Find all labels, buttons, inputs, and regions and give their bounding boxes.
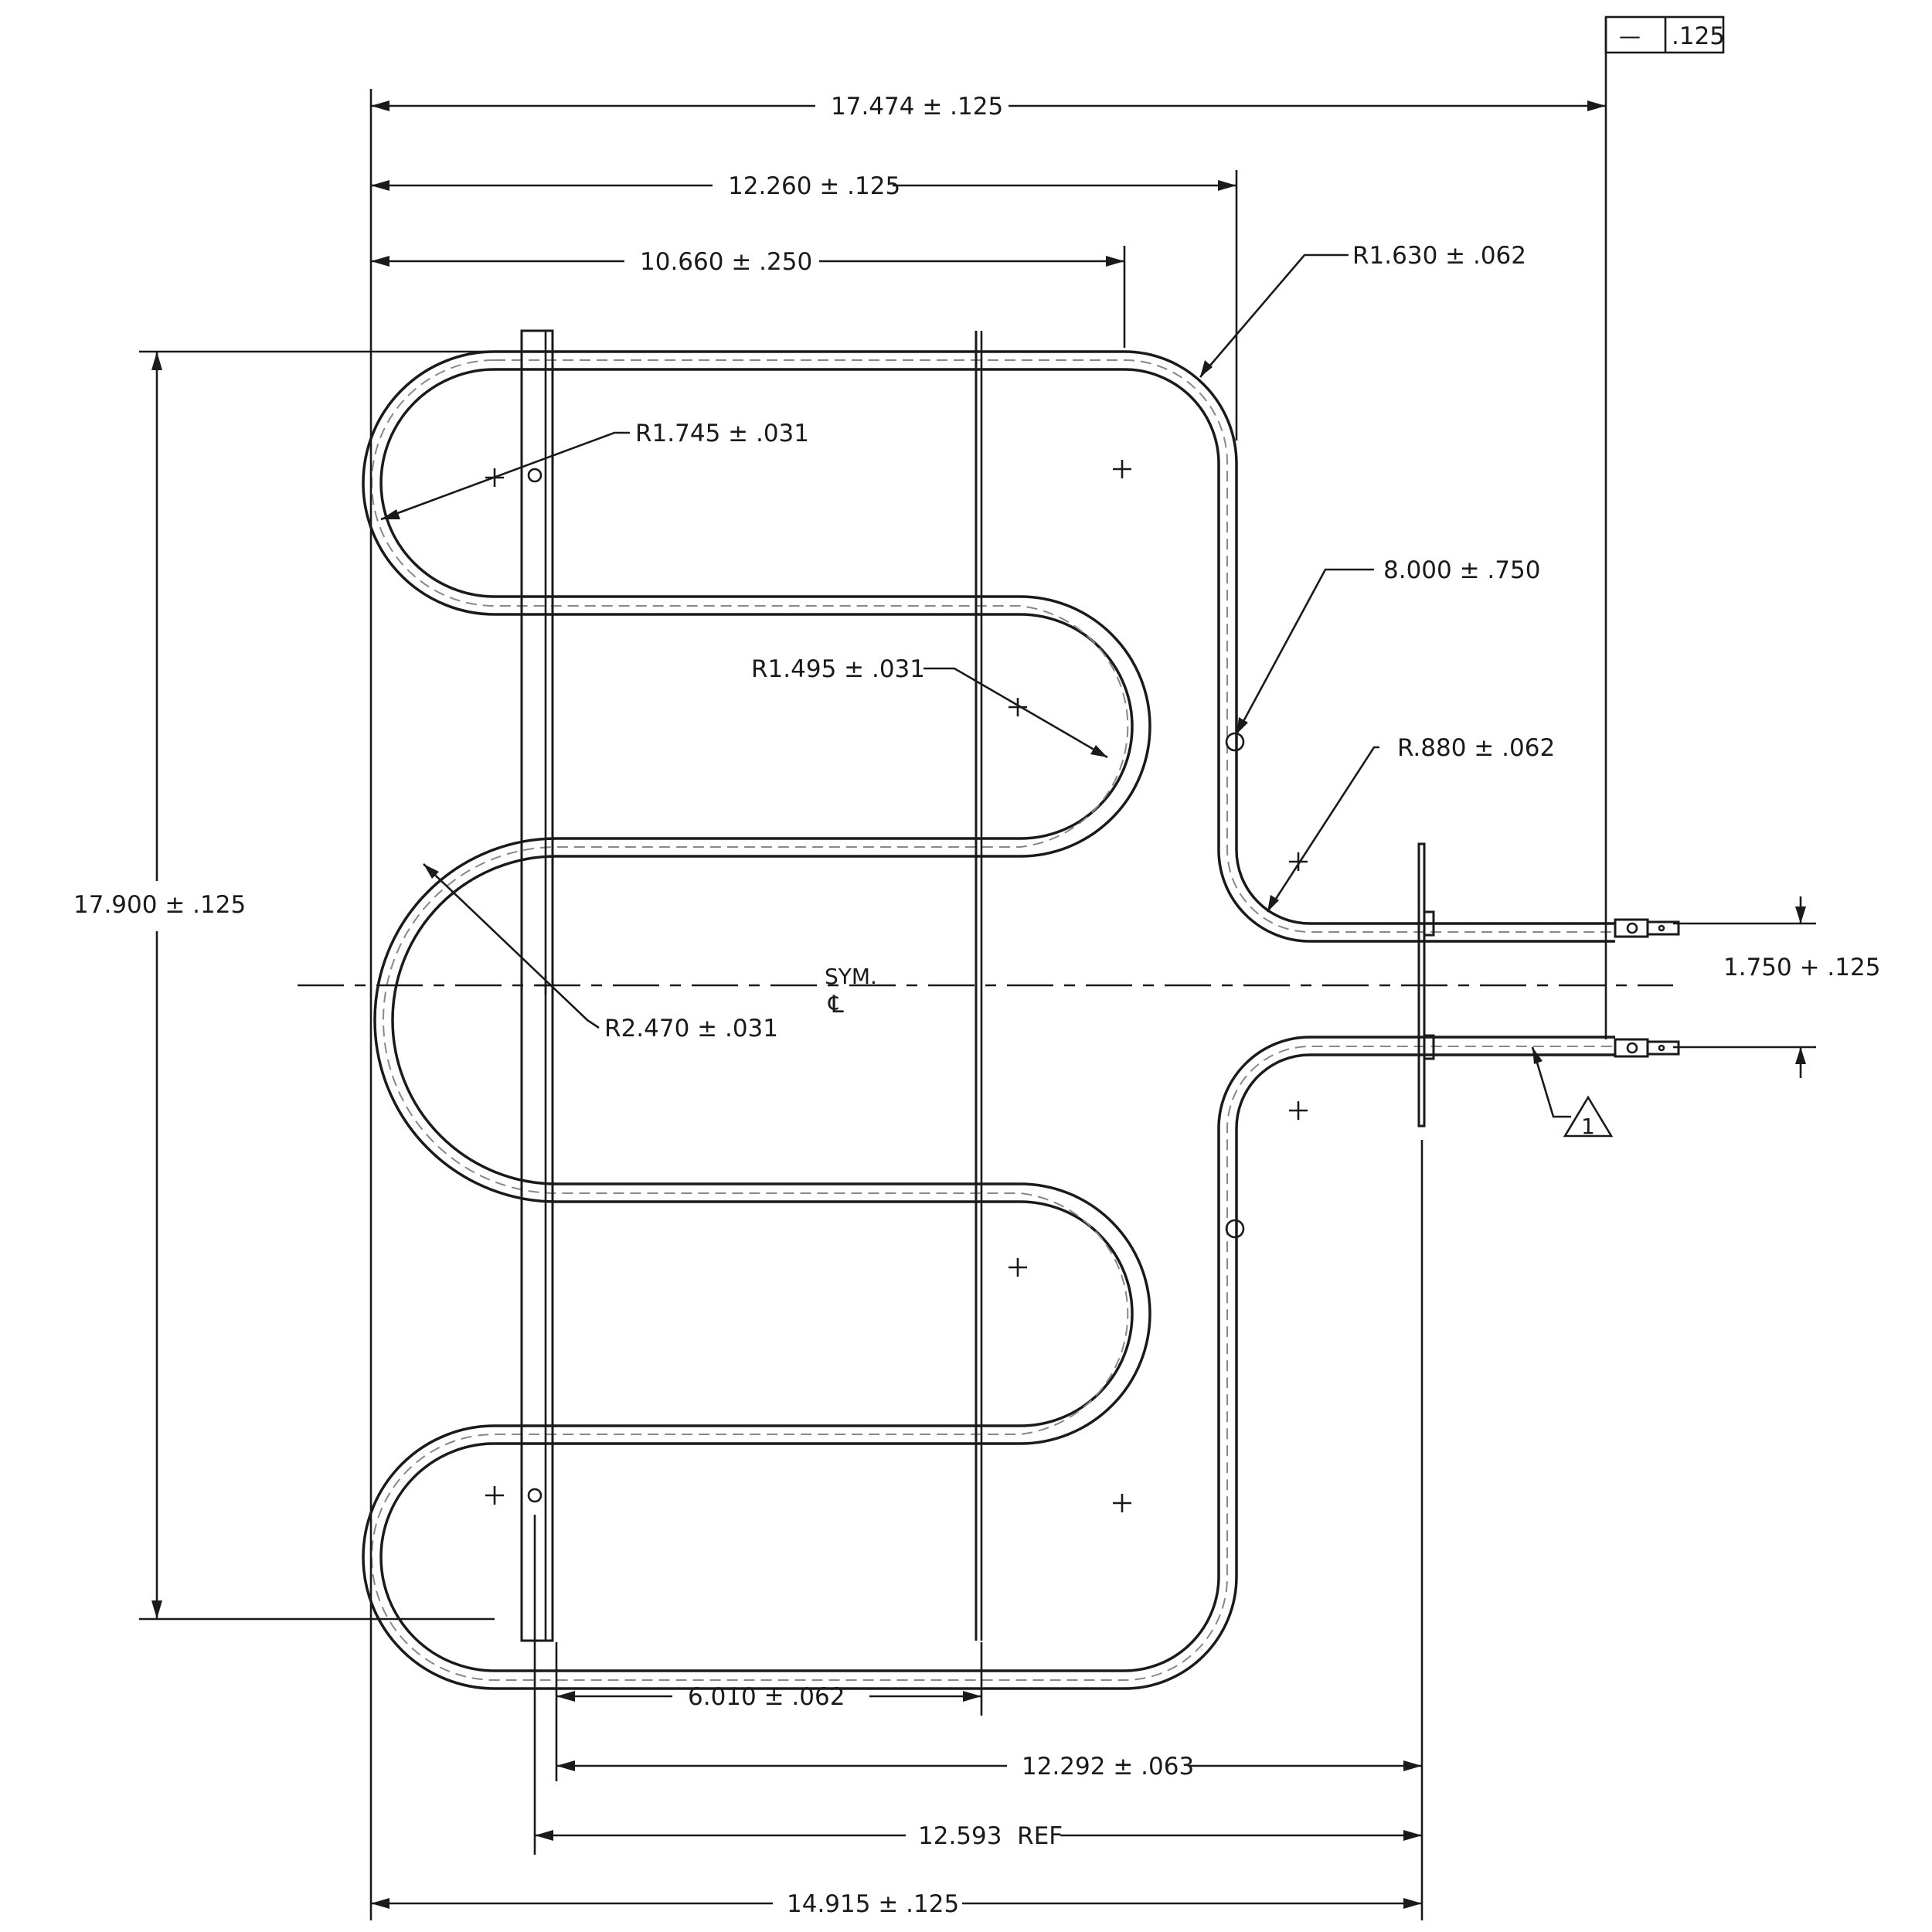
dim-width-to-bend [371,180,1236,191]
leader-straight-length-label: 8.000 ± .750 [1383,556,1540,584]
tolerance-frame-symbol: — [1619,23,1641,49]
leader-straight-length [1235,568,1374,735]
extension-lines [139,17,1816,1920]
center-marks [485,460,1308,1512]
dim-width-to-bend-label: 12.260 ± .125 [728,172,900,200]
terminal-lower [1614,1038,1680,1058]
leader-radius-terminal-bend [1266,746,1379,913]
dim-overall-length-label: 14.915 ± .125 [787,1890,959,1918]
heating-tube [362,350,1615,1690]
dim-overall-height-label: 17.900 ± .125 [73,891,246,919]
dim-terminal-spacing [1795,896,1806,1078]
dim-overall-length [371,1898,1422,1909]
dim-reference-length-label: 12.593 REF [918,1822,1063,1850]
leader-radius-left-center-label: R2.470 ± .031 [604,1015,778,1043]
tube-markers [1225,732,1245,1239]
dim-overall-width [371,100,1606,111]
dim-reference-length [535,1830,1422,1841]
note-flag [1531,1046,1614,1138]
leader-radius-inner-upper-label: R1.495 ± .031 [751,655,925,683]
dim-support-spacing-label: 6.010 ± .062 [688,1683,845,1711]
dim-overall-width-label: 17.474 ± .125 [831,93,1003,121]
dim-width-to-coil [371,256,1124,267]
leader-radius-left-center [423,863,600,1029]
dim-support-spacing [556,1691,981,1702]
dim-bracket-to-flange-label: 12.292 ± .063 [1022,1753,1194,1781]
note-flag-number: 1 [1581,1114,1595,1139]
tolerance-frame-value: .125 [1672,22,1725,50]
leader-radius-top-bend [1199,253,1349,378]
dim-width-to-coil-label: 10.660 ± .250 [640,248,812,276]
leader-radius-terminal-bend-label: R.880 ± .062 [1397,734,1555,762]
terminal-upper [1614,918,1680,938]
dim-overall-height [151,352,162,1619]
leader-radius-top-bend-label: R1.630 ± .062 [1352,242,1526,270]
leader-radius-left-top [380,431,630,521]
dim-terminal-spacing-label: 1.750 + .125 [1723,954,1880,981]
sym-label: SYM. [825,964,877,989]
dim-bracket-to-flange [556,1760,1422,1771]
tolerance-frame [1604,15,1725,54]
leader-radius-inner-upper [923,667,1108,759]
leader-radius-left-top-label: R1.745 ± .031 [635,420,809,447]
support-bracket-middle [975,331,983,1641]
centerline-symbol: ℄ [828,991,844,1019]
